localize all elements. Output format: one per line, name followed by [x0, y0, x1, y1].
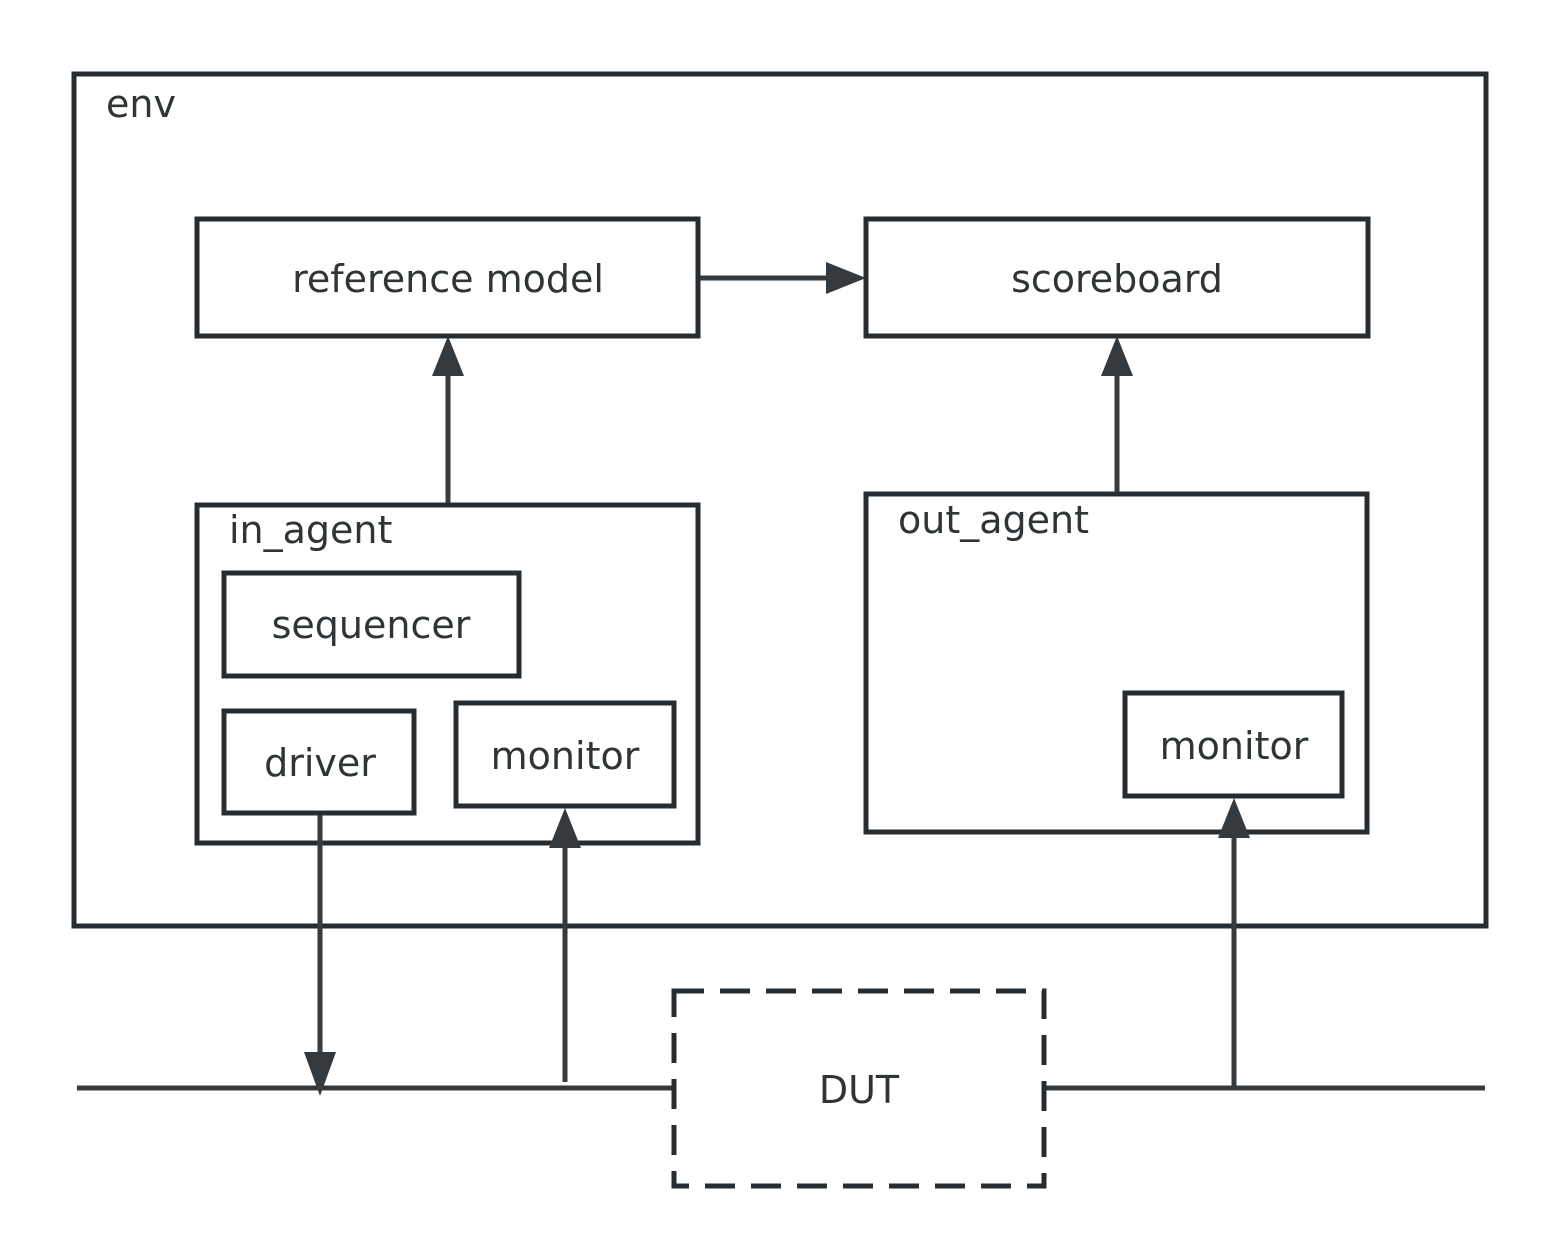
scoreboard-label: scoreboard: [1011, 257, 1223, 301]
out-monitor-box: [1122, 690, 1345, 799]
sequencer-label: sequencer: [272, 603, 471, 647]
dut-box: [671, 988, 1047, 1189]
in-agent-label: in_agent: [229, 508, 392, 552]
arrow-refmodel-to-scoreboard-head: [826, 262, 866, 294]
reference-model-label: reference model: [292, 257, 604, 301]
env-label: env: [106, 82, 176, 126]
out-agent-label: out_agent: [898, 498, 1089, 542]
driver-label: driver: [264, 741, 376, 785]
in-monitor-label: monitor: [491, 734, 640, 778]
driver-box: [221, 708, 417, 816]
dut-label: DUT: [819, 1068, 900, 1112]
in-monitor-box: [453, 700, 677, 809]
arrow-bus-to-out-monitor-head: [1218, 798, 1250, 838]
arrow-outagent-to-scoreboard-head: [1101, 336, 1133, 376]
reference-model-box: [194, 216, 701, 339]
sequencer-box: [221, 570, 522, 679]
out-monitor-label: monitor: [1160, 724, 1309, 768]
arrow-bus-to-in-monitor-head: [549, 808, 581, 848]
arrow-driver-to-bus-head: [304, 1052, 336, 1096]
arrow-inagent-to-refmodel-head: [432, 336, 464, 376]
